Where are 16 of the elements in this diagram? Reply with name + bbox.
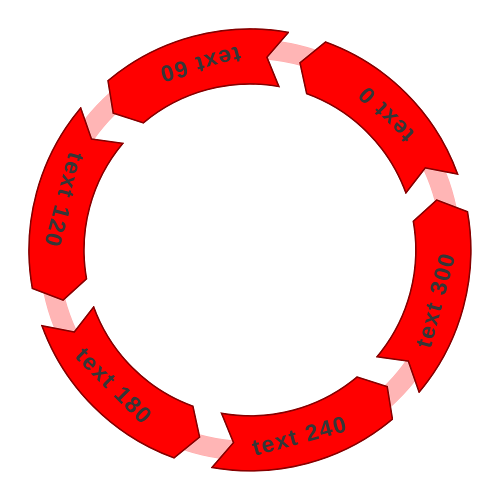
connector-band (266, 41, 316, 66)
curved-arrow-segment (210, 376, 394, 472)
curved-arrow-segment (299, 41, 459, 194)
connector-band (43, 292, 76, 332)
segment-label: text 60 (156, 42, 244, 86)
curved-arrow-segment (376, 198, 472, 394)
connector-band (84, 92, 116, 140)
curved-arrow-segment (106, 28, 290, 124)
curved-arrow-segment (28, 106, 124, 302)
connector-band (424, 168, 457, 208)
connector-band (184, 434, 234, 459)
segment-label: text 240 (250, 412, 350, 460)
curved-arrow-segment (41, 306, 201, 459)
connector-band (384, 360, 416, 408)
segment-label: text 120 (40, 150, 88, 250)
segment-label: text 300 (412, 250, 460, 350)
